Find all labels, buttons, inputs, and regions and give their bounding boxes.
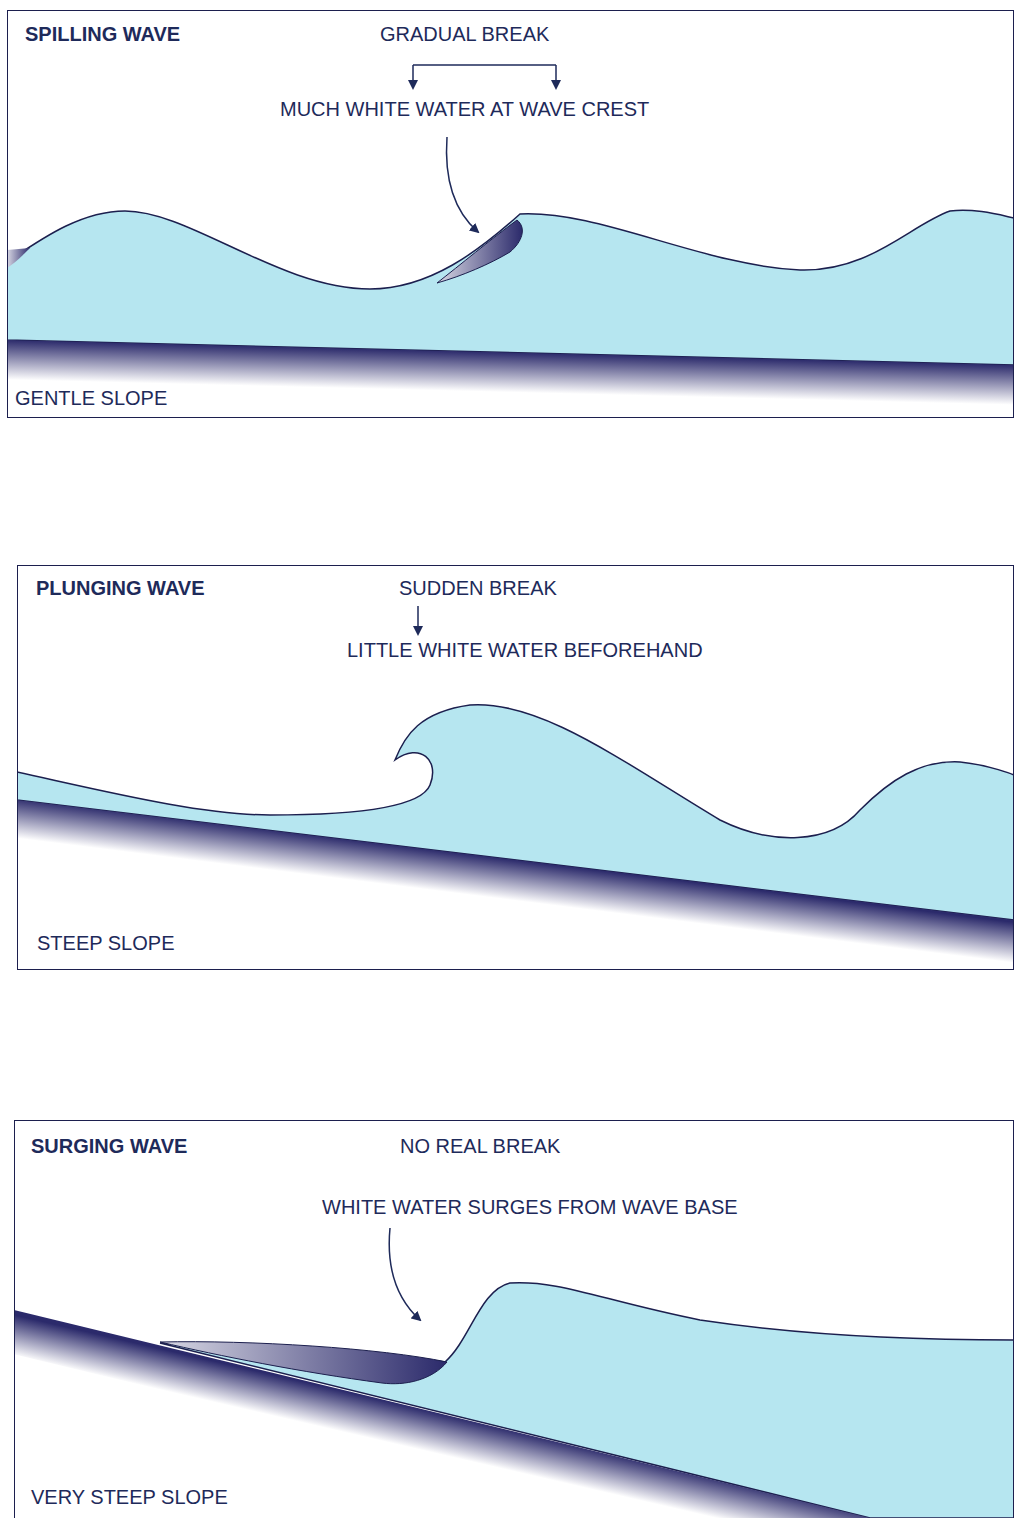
white-water-note: LITTLE WHITE WATER BEFOREHAND [347, 640, 703, 660]
surging-wave-art [14, 1228, 1014, 1518]
wave-panel: SPILLING WAVE GRADUAL BREAK MUCH WHITE WAT… [7, 10, 1014, 418]
wave-panel: PLUNGING WAVE SUDDEN BREAK LITTLE WHITE WA… [17, 565, 1014, 970]
break-label: GRADUAL BREAK [380, 24, 549, 44]
panel-heading: SPILLING WAVE [25, 24, 180, 44]
panel-heading: SURGING WAVE [31, 1136, 187, 1156]
panel-heading: PLUNGING WAVE [36, 578, 205, 598]
slope-label: VERY STEEP SLOPE [31, 1487, 228, 1507]
plunging-wave-art [17, 606, 1014, 965]
break-label: SUDDEN BREAK [399, 578, 557, 598]
break-label: NO REAL BREAK [400, 1136, 560, 1156]
white-water-note: WHITE WATER SURGES FROM WAVE BASE [322, 1197, 738, 1217]
white-water-note: MUCH WHITE WATER AT WAVE CREST [280, 99, 649, 119]
wave-panel: SURGING WAVE NO REAL BREAK WHITE WATER SUR… [14, 1120, 1014, 1518]
slope-label: GENTLE SLOPE [15, 388, 167, 408]
spilling-wave-art [7, 65, 1014, 410]
slope-label: STEEP SLOPE [37, 933, 174, 953]
